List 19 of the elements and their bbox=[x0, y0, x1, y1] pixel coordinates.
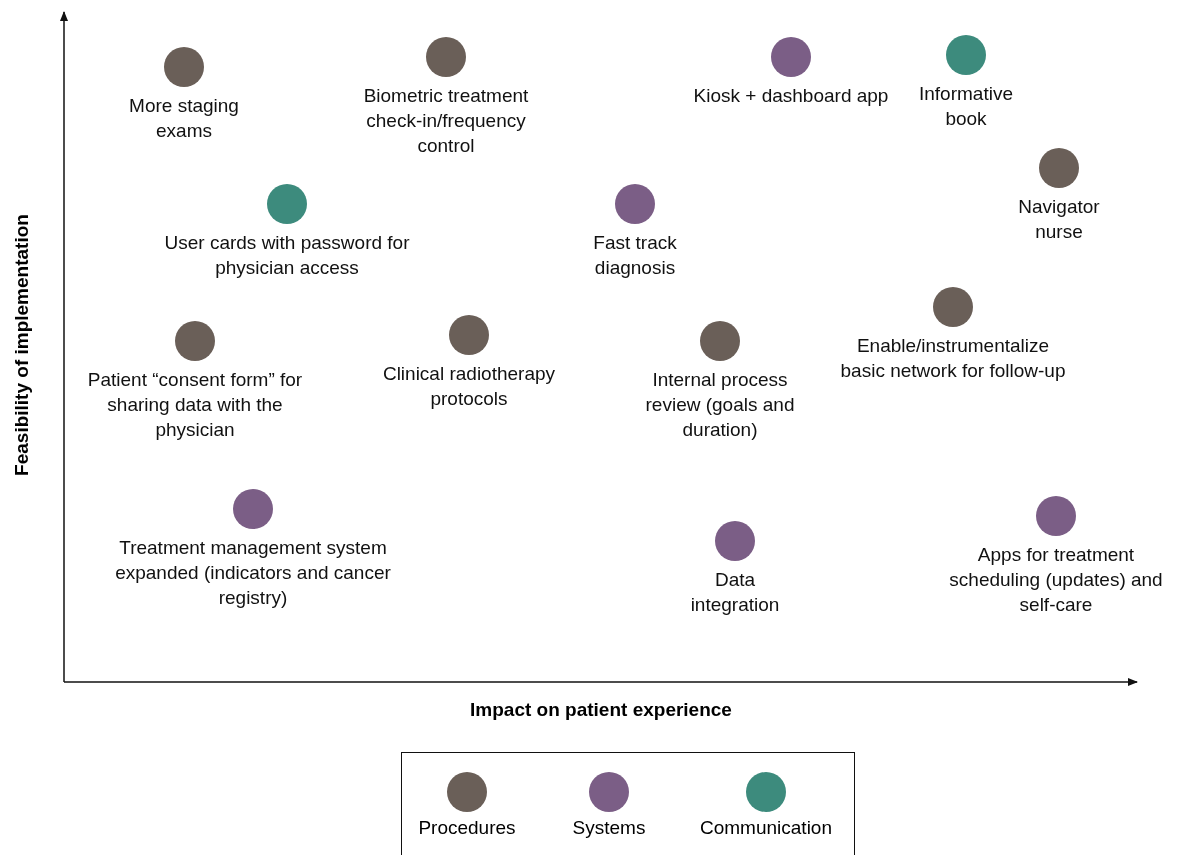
item-label: Patient “consent form” for sharing data with the physician bbox=[86, 368, 304, 442]
item-label: More staging exams bbox=[128, 94, 240, 143]
item-label: Data integration bbox=[689, 568, 781, 617]
legend-label: Procedures bbox=[418, 817, 516, 839]
item-label: User cards with password for physician access bbox=[163, 231, 411, 280]
item-label: Kiosk + dashboard app bbox=[693, 84, 889, 108]
item-label: Informative book bbox=[918, 82, 1014, 131]
item-label: Biometric treatment check-in/frequency control bbox=[362, 84, 530, 158]
legend-label: Communication bbox=[700, 817, 832, 839]
item-label: Fast track diagnosis bbox=[592, 231, 678, 280]
legend-label: Systems bbox=[572, 817, 646, 839]
axis-title: Impact on patient experience bbox=[470, 699, 732, 721]
item-label: Clinical radiotherapy protocols bbox=[381, 362, 557, 411]
item-label: Treatment management system expanded (indicators and cancer registry) bbox=[114, 536, 392, 610]
axis-title: Feasibility of implementation bbox=[11, 214, 33, 476]
item-label: Apps for treatment scheduling (updates) and self-care bbox=[948, 543, 1164, 617]
item-label: Navigator nurse bbox=[1017, 195, 1101, 244]
item-label: Enable/instrumentalize basic network for follow-up bbox=[839, 334, 1067, 383]
item-label: Internal process review (goals and duration) bbox=[644, 368, 796, 442]
